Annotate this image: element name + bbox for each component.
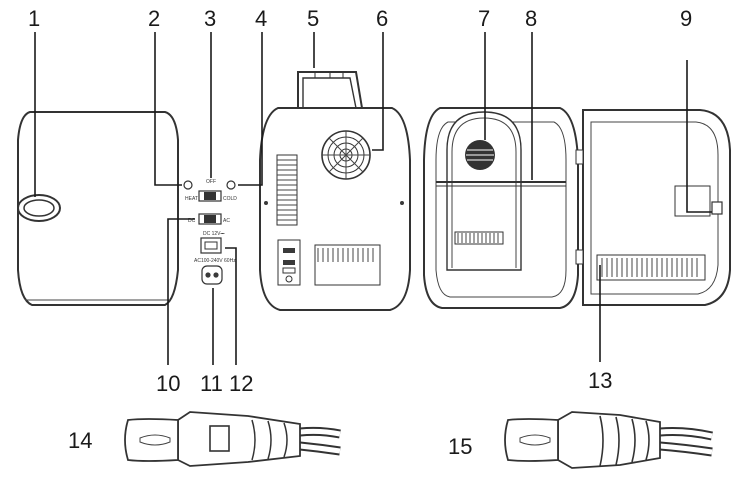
dc-cable-plug: [504, 411, 713, 469]
callout-5: 5: [307, 6, 319, 31]
dc-socket: [200, 237, 222, 254]
callout-14: 14: [68, 428, 92, 453]
door-vent: [596, 254, 706, 281]
door-latch: [674, 185, 723, 217]
open-door-view: [575, 109, 731, 306]
ac-label: AC: [223, 218, 230, 224]
door-handle: [17, 194, 61, 222]
callout-numbers: 1 2 3 4 5 6 7 8 9 10 11 12 13 14 15: [28, 6, 692, 459]
cold-label: COLD: [223, 196, 237, 202]
leader-12: [225, 247, 237, 365]
callout-13: 13: [588, 368, 612, 393]
dc-input-label: DC 12V⎓: [203, 231, 225, 237]
ac-input-label: AC100-240V 60Hz: [194, 258, 236, 264]
rear-vent-grille: [276, 154, 298, 226]
callout-10: 10: [156, 371, 180, 396]
off-label: OFF: [206, 179, 216, 185]
ac-dc-switch: [198, 213, 222, 225]
heat-label: HEAT: [185, 196, 198, 202]
callout-3: 3: [204, 6, 216, 31]
rear-lower-vent: [314, 244, 381, 286]
callout-1: 1: [28, 6, 40, 31]
callout-15: 15: [448, 434, 472, 459]
heat-cold-switch: [198, 190, 222, 202]
rear-fan: [321, 130, 371, 180]
shelf: [436, 181, 566, 187]
callout-2: 2: [148, 6, 160, 31]
interior-fan-housing: [446, 111, 522, 271]
callout-8: 8: [525, 6, 537, 31]
ac-cable-plug: [124, 411, 341, 467]
callout-9: 9: [680, 6, 692, 31]
cold-indicator-light: [226, 180, 236, 190]
control-panel: OFF HEAT COLD DC AC DC 12V⎓ AC100-240V 6…: [183, 179, 237, 285]
carry-handle: [297, 71, 363, 109]
front-view: [17, 111, 179, 306]
callout-7: 7: [478, 6, 490, 31]
callout-12: 12: [229, 371, 253, 396]
leader-lines: [34, 32, 712, 365]
ac-socket: [201, 265, 223, 285]
rear-view: [259, 71, 411, 311]
callout-11: 11: [200, 371, 223, 396]
leader-4: [238, 32, 263, 186]
leader-9: [686, 60, 712, 213]
rear-switch-panel: [277, 239, 301, 286]
dc-label: DC: [188, 218, 196, 224]
open-body-view: [423, 107, 579, 309]
leader-2: [154, 32, 182, 186]
callout-4: 4: [255, 6, 267, 31]
leader-6: [372, 32, 384, 151]
leader-10: [167, 218, 195, 365]
callout-6: 6: [376, 6, 388, 31]
heat-indicator-light: [183, 180, 193, 190]
